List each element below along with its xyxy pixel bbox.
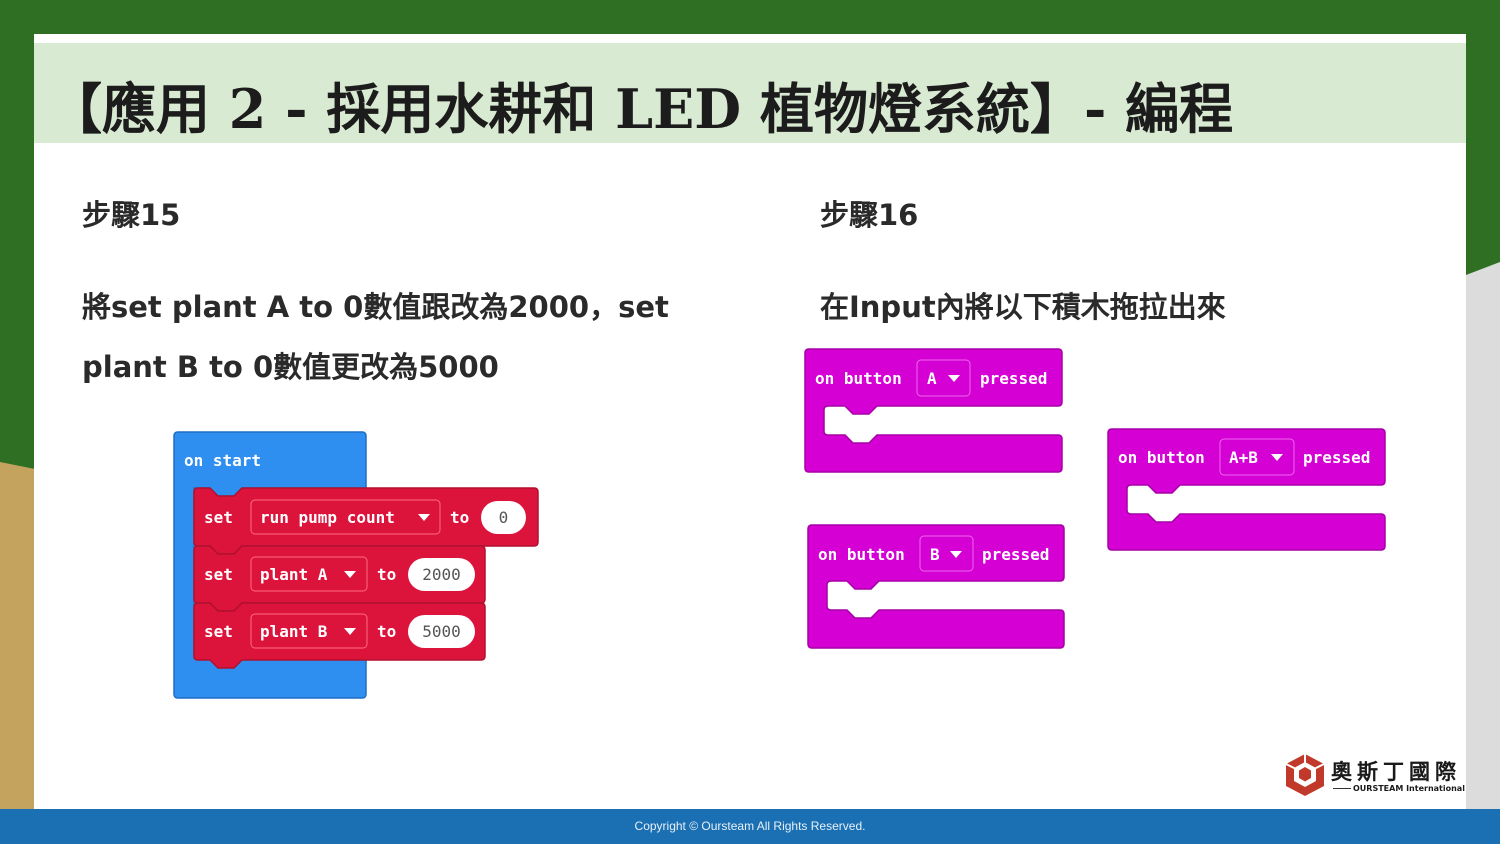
value-text: 0 <box>499 508 509 527</box>
set-plant-a-block[interactable]: set plant A to 2000 <box>193 545 486 612</box>
triangle-down-icon <box>948 375 960 382</box>
on-start-label: on start <box>184 451 261 470</box>
title-band: 【應用 2 - 採用水耕和 LED 植物燈系統】- 編程 <box>34 43 1466 143</box>
button-dropdown-ab[interactable] <box>1219 438 1295 476</box>
button-dropdown-a[interactable] <box>916 359 971 397</box>
button-dropdown-b[interactable] <box>919 535 974 572</box>
on-start-block[interactable]: on start <box>173 431 367 699</box>
logo-chinese-name: 奧斯丁國際 <box>1331 760 1461 784</box>
triangle-down-icon <box>418 514 430 521</box>
triangle-down-icon <box>344 628 356 635</box>
logo-divider <box>1333 788 1351 789</box>
variable-label: run pump count <box>260 508 395 527</box>
step16-desc: 在Input內將以下積木拖拉出來 <box>820 290 1226 324</box>
triangle-down-icon <box>950 551 962 558</box>
on-button-label: on button <box>1118 448 1205 467</box>
on-button-label: on button <box>815 369 902 388</box>
to-keyword: to <box>450 508 469 527</box>
set-run-pump-count-block[interactable]: set run pump count to 0 <box>193 487 539 555</box>
value-text: 5000 <box>422 622 461 641</box>
value-text: 2000 <box>422 565 461 584</box>
footer-bar: Copyright © Oursteam All Rights Reserved… <box>0 809 1500 844</box>
button-name: A <box>927 369 937 388</box>
on-button-label: on button <box>818 545 905 564</box>
pressed-label: pressed <box>980 369 1047 388</box>
on-button-a-pressed-block[interactable]: on button A pressed <box>804 348 1063 473</box>
variable-label: plant A <box>260 565 328 584</box>
step16-label: 步驟16 <box>820 198 919 232</box>
variable-label: plant B <box>260 622 328 641</box>
triangle-down-icon <box>1271 454 1283 461</box>
step15-desc-line2: plant B to 0數值更改為5000 <box>82 350 499 384</box>
variable-dropdown-plant-b[interactable] <box>250 613 368 649</box>
company-logo: 奧斯丁國際 OURSTEAM International <box>1283 752 1465 800</box>
set-keyword: set <box>204 622 233 641</box>
value-input-run-pump-count[interactable] <box>481 501 526 534</box>
copyright-text: Copyright © Oursteam All Rights Reserved… <box>634 819 866 833</box>
variable-dropdown-plant-a[interactable] <box>250 556 368 592</box>
set-plant-b-block[interactable]: set plant B to 5000 <box>193 602 486 669</box>
on-button-ab-pressed-block[interactable]: on button A+B pressed <box>1107 428 1386 551</box>
page-title: 【應用 2 - 採用水耕和 LED 植物燈系統】- 編程 <box>48 77 1234 141</box>
pressed-label: pressed <box>982 545 1049 564</box>
step15-label: 步驟15 <box>82 198 181 232</box>
to-keyword: to <box>377 622 396 641</box>
value-input-plant-a[interactable] <box>408 558 475 591</box>
set-keyword: set <box>204 565 233 584</box>
value-input-plant-b[interactable] <box>408 615 475 648</box>
set-keyword: set <box>204 508 233 527</box>
cube-logo-icon <box>1285 754 1325 796</box>
triangle-down-icon <box>344 571 356 578</box>
to-keyword: to <box>377 565 396 584</box>
variable-dropdown-run-pump-count[interactable] <box>250 499 441 535</box>
logo-english-name: OURSTEAM International <box>1353 784 1465 793</box>
step15-desc-line1: 將set plant A to 0數值跟改為2000，set <box>82 290 669 324</box>
pressed-label: pressed <box>1303 448 1370 467</box>
button-name: A+B <box>1229 448 1258 467</box>
on-button-b-pressed-block[interactable]: on button B pressed <box>807 524 1065 649</box>
button-name: B <box>930 545 940 564</box>
